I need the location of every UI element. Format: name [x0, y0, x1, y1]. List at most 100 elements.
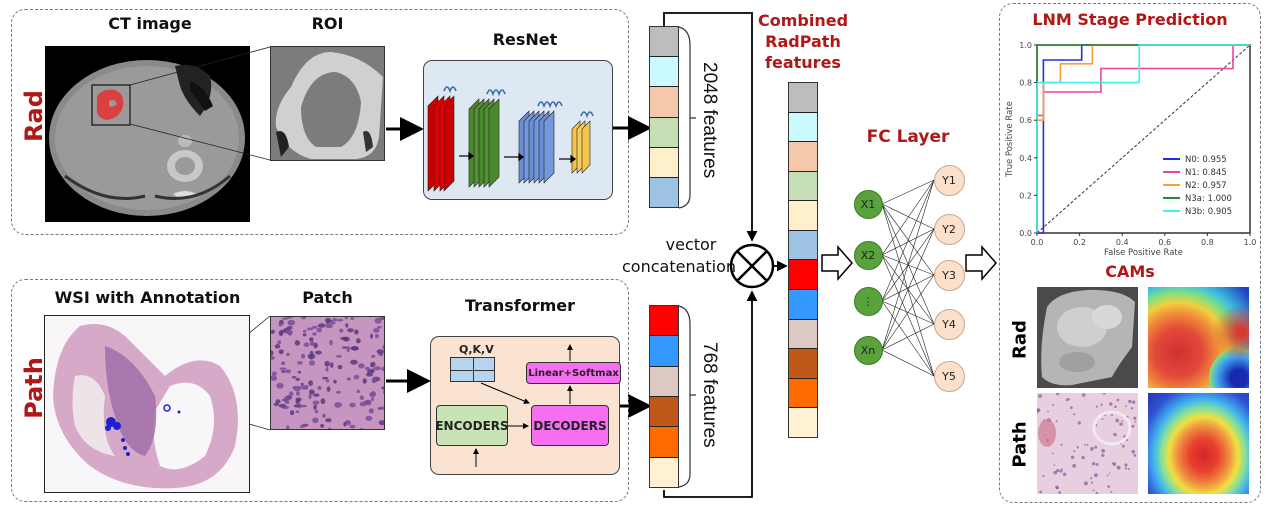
feature-cell — [650, 57, 678, 88]
results-title: LNM Stage Prediction — [1032, 10, 1228, 29]
combined-features-title: Combined RadPath features — [758, 11, 849, 72]
feature-cell — [650, 27, 678, 58]
wsi-title: WSI with Annotation — [54, 288, 241, 307]
fc-output-node: Y2 — [933, 213, 965, 245]
feature-cell — [789, 112, 817, 143]
legend-label: N1: 0.845 — [1185, 168, 1227, 178]
fc-connection — [881, 179, 935, 351]
fc-output-node: Y5 — [933, 360, 965, 392]
feature-cell — [789, 290, 817, 320]
feature-cell — [650, 117, 678, 148]
fc-connection — [881, 228, 935, 351]
cam-path-heatmap — [1148, 393, 1249, 494]
legend-label: N3b: 0.905 — [1185, 207, 1232, 217]
path-feature-vector — [649, 305, 679, 488]
transformer-title: Transformer — [464, 296, 575, 315]
x-tick-label: 0.8 — [1201, 238, 1214, 247]
feature-cell — [789, 142, 817, 172]
ct-image — [45, 46, 250, 222]
fc-input-node: X2 — [853, 240, 883, 270]
fc-input-node: Xn — [853, 335, 883, 365]
roc-curve-1 — [1036, 44, 1250, 233]
feature-cell — [650, 457, 678, 487]
y-tick-label: 0.8 — [1019, 79, 1032, 88]
fc-output-node: Y3 — [933, 259, 965, 291]
fc-connection — [881, 179, 935, 256]
fc-output-node: Y1 — [933, 164, 965, 196]
patch-image — [270, 316, 385, 430]
y-axis-label: True Positive Rate — [1005, 101, 1015, 178]
feature-cell — [789, 230, 817, 261]
y-tick-label: 1.0 — [1019, 41, 1032, 50]
x-axis-label: False Positive Rate — [1104, 248, 1183, 258]
qkv-matrix-icon — [450, 357, 495, 382]
transformer-block: Q,K,V Linear+Softmax ENCODERS DECODERS — [430, 336, 621, 475]
concat-label: vector concatenation — [622, 235, 737, 276]
feature-cell — [789, 260, 817, 291]
fc-connection — [881, 274, 935, 351]
cam-path-original — [1037, 393, 1138, 494]
cams-rad-label: Rad — [1009, 320, 1031, 359]
roi-title: ROI — [311, 14, 344, 33]
feature-cell — [789, 319, 817, 350]
x-tick-label: 0.0 — [1031, 238, 1044, 247]
fc-input-node: ⋮ — [853, 286, 883, 316]
feature-cell — [650, 177, 678, 208]
cam-rad-original — [1037, 287, 1138, 388]
fc-layer-title: FC Layer — [866, 127, 950, 147]
legend-label: N2: 0.957 — [1185, 181, 1227, 191]
fc-connection — [881, 349, 935, 377]
fc-connection — [881, 300, 935, 377]
fc-connection — [881, 228, 935, 256]
feature-cell — [650, 336, 678, 367]
results-section-box — [999, 3, 1261, 503]
patch-title: Patch — [302, 288, 353, 307]
fc-connection — [881, 254, 935, 377]
resnet-layers-icon — [427, 86, 594, 192]
cams-path-label: Path — [1009, 421, 1031, 468]
feature-cell — [650, 147, 678, 178]
legend-label: N3a: 1.000 — [1185, 194, 1232, 204]
y-tick-label: 0.0 — [1019, 229, 1032, 238]
feature-cell — [789, 408, 817, 437]
feature-cell — [650, 306, 678, 337]
chance-diagonal — [1036, 44, 1251, 234]
path-section-box — [11, 279, 629, 502]
legend-label: N0: 0.955 — [1185, 155, 1227, 165]
fc-connection — [881, 179, 935, 205]
feature-cell — [650, 396, 678, 428]
qkv-label: Q,K,V — [459, 343, 494, 356]
feature-cell — [789, 201, 817, 231]
combined-feature-vector — [788, 82, 818, 438]
x-tick-label: 0.6 — [1158, 238, 1171, 247]
roi-image — [270, 46, 385, 161]
fc-connection — [881, 323, 935, 351]
hollow-arrow-icon — [821, 245, 853, 281]
cams-title: CAMs — [1105, 262, 1155, 281]
encoders-block: ENCODERS — [435, 405, 509, 446]
hollow-arrow-icon — [965, 245, 997, 281]
feature-cell — [650, 87, 678, 118]
linear-softmax-block: Linear+Softmax — [526, 362, 621, 384]
y-tick-label: 0.4 — [1019, 154, 1032, 163]
decoders-block: DECODERS — [531, 405, 609, 446]
fc-connection — [881, 179, 935, 302]
x-tick-label: 0.2 — [1073, 238, 1086, 247]
cam-rad-heatmap — [1148, 287, 1249, 388]
resnet-block — [423, 60, 613, 200]
concat-operator-icon — [729, 243, 775, 289]
fc-connection — [881, 203, 935, 276]
y-tick-label: 0.2 — [1019, 191, 1032, 200]
fc-connection — [881, 274, 935, 302]
x-tick-label: 0.4 — [1116, 238, 1129, 247]
rad-feature-vector — [649, 26, 679, 208]
x-tick-label: 1.0 — [1244, 238, 1257, 247]
wsi-image — [44, 315, 250, 493]
feature-cell — [789, 83, 817, 113]
fc-output-node: Y4 — [933, 308, 965, 340]
ct-image-title: CT image — [108, 14, 192, 33]
resnet-title: ResNet — [492, 30, 558, 49]
